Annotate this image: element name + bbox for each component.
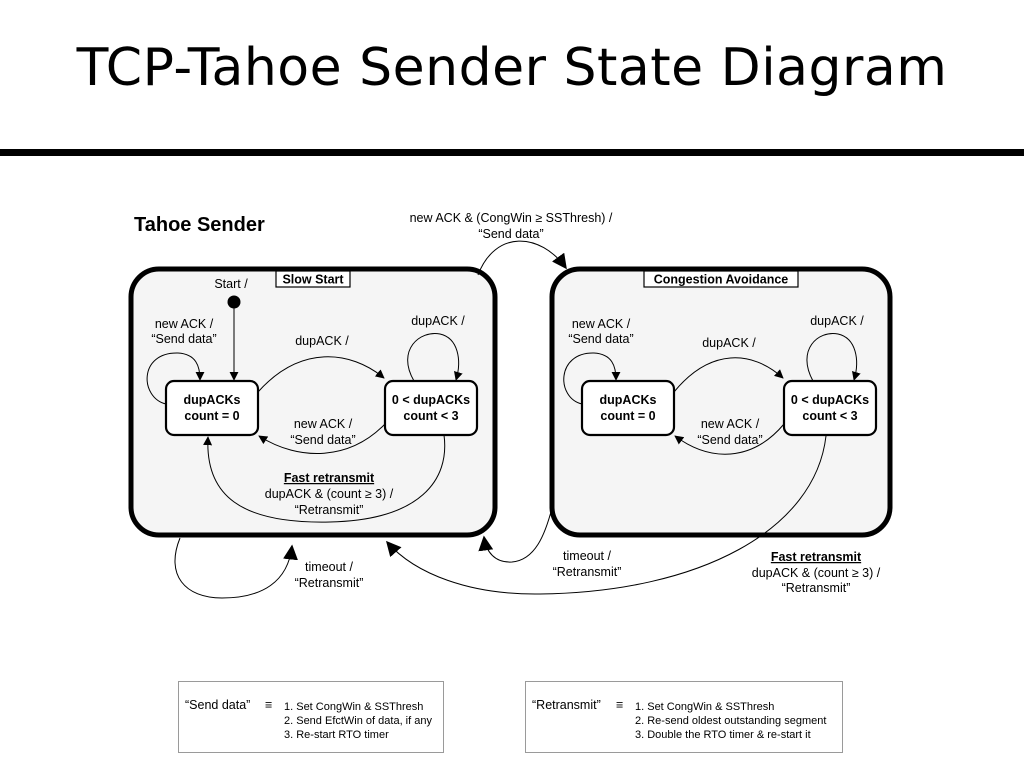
ss-state-b-line1: 0 < dupACKs [392, 393, 470, 407]
ca-state-count-zero [580, 379, 676, 437]
ca-self-loop-a [563, 352, 621, 405]
ca-fast-retransmit-line3: “Retransmit” [782, 581, 851, 595]
ss-self-loop-b-label: dupACK / [411, 314, 465, 328]
ss-self-loop-b [407, 333, 463, 382]
retransmit-steps: 1. Set CongWin & SSThresh 2. Re-send old… [635, 700, 826, 742]
slow-start-title: Slow Start [282, 273, 344, 287]
slow-start-title-frame [275, 270, 351, 288]
ca-timeout-line1: timeout / [563, 549, 611, 563]
ss-state-a-line1: dupACKs [184, 393, 241, 407]
ca-self-loop-a-line2: “Send data” [568, 332, 633, 346]
retransmit-equiv-symbol: ≡ [616, 698, 624, 712]
ss-self-loop-a-line2: “Send data” [151, 332, 216, 346]
ss-a-to-b-label: dupACK / [295, 334, 349, 348]
ss-b-to-a-arrow [258, 423, 386, 455]
send-data-equiv-symbol: ≡ [265, 698, 273, 712]
ca-fast-retransmit-arrow [386, 435, 827, 595]
ss-fast-retransmit-arrow [203, 434, 446, 523]
ss-fast-retransmit-line2: dupACK & (count ≥ 3) / [265, 487, 394, 501]
ss-timeout-loop [174, 537, 298, 599]
send-data-step-3: 3. Re-start RTO timer [284, 729, 389, 741]
ss-state-dupacks [383, 379, 479, 437]
start-label: Start / [214, 277, 248, 291]
initial-state-dot [227, 295, 241, 309]
ca-state-dupacks [782, 379, 878, 437]
ca-a-to-b-arrow [673, 357, 784, 393]
ca-b-to-a-line2: “Send data” [697, 433, 762, 447]
ca-self-loop-b-label: dupACK / [810, 314, 864, 328]
ca-fast-retransmit-title: Fast retransmit [771, 550, 862, 564]
ss-to-ca-line2: “Send data” [478, 227, 543, 241]
ca-self-loop-b [806, 333, 861, 382]
ss-state-a-line2: count = 0 [184, 409, 239, 423]
ss-timeout-line2: “Retransmit” [295, 576, 364, 590]
congestion-avoidance-title-frame [643, 270, 799, 288]
ss-b-to-a-line1: new ACK / [294, 417, 353, 431]
ss-timeout-line1: timeout / [305, 560, 353, 574]
retransmit-step-3: 3. Double the RTO timer & re-start it [635, 729, 811, 741]
ss-a-to-b-arrow [257, 356, 385, 393]
congestion-avoidance-title: Congestion Avoidance [654, 273, 789, 287]
ca-self-loop-a-line1: new ACK / [572, 317, 631, 331]
diagram-heading: Tahoe Sender [134, 214, 265, 236]
ss-b-to-a-line2: “Send data” [290, 433, 355, 447]
send-data-step-1: 1. Set CongWin & SSThresh [284, 701, 424, 713]
retransmit-key: “Retransmit” [532, 698, 601, 712]
ss-fast-retransmit-line3: “Retransmit” [295, 503, 364, 517]
send-data-key: “Send data” [185, 698, 251, 712]
ca-state-a-line2: count = 0 [600, 409, 655, 423]
retransmit-legend: “Retransmit” ≡ 1. Set CongWin & SSThresh… [525, 681, 843, 753]
ss-self-loop-a-line1: new ACK / [155, 317, 214, 331]
title-divider [0, 149, 1024, 156]
ss-state-count-zero [164, 379, 260, 437]
send-data-legend: “Send data” ≡ 1. Set CongWin & SSThresh … [178, 681, 444, 753]
ss-fast-retransmit-title: Fast retransmit [284, 471, 375, 485]
send-data-step-2: 2. Send EfctWin of data, if any [284, 715, 432, 727]
ss-state-b-line2: count < 3 [403, 409, 458, 423]
ss-to-ca-line1: new ACK & (CongWin ≥ SSThresh) / [410, 211, 613, 225]
retransmit-step-1: 1. Set CongWin & SSThresh [635, 701, 775, 713]
ss-self-loop-a [146, 352, 205, 405]
ca-timeout-arrow [478, 507, 553, 563]
congestion-avoidance-box [549, 266, 893, 538]
ca-b-to-a-line1: new ACK / [701, 417, 760, 431]
ca-b-to-a-arrow [674, 423, 785, 455]
retransmit-step-2: 2. Re-send oldest outstanding segment [635, 715, 827, 727]
ca-state-b-line2: count < 3 [802, 409, 857, 423]
ca-timeout-line2: “Retransmit” [553, 565, 622, 579]
ca-a-to-b-label: dupACK / [702, 336, 756, 350]
ca-fast-retransmit-line2: dupACK & (count ≥ 3) / [752, 566, 881, 580]
ca-state-a-line1: dupACKs [600, 393, 657, 407]
ca-state-b-line1: 0 < dupACKs [791, 393, 869, 407]
slow-start-box [128, 266, 498, 538]
ss-to-ca-arrow [477, 240, 567, 276]
send-data-steps: 1. Set CongWin & SSThresh 2. Send EfctWi… [284, 700, 432, 742]
slide-title: TCP-Tahoe Sender State Diagram [76, 38, 948, 98]
